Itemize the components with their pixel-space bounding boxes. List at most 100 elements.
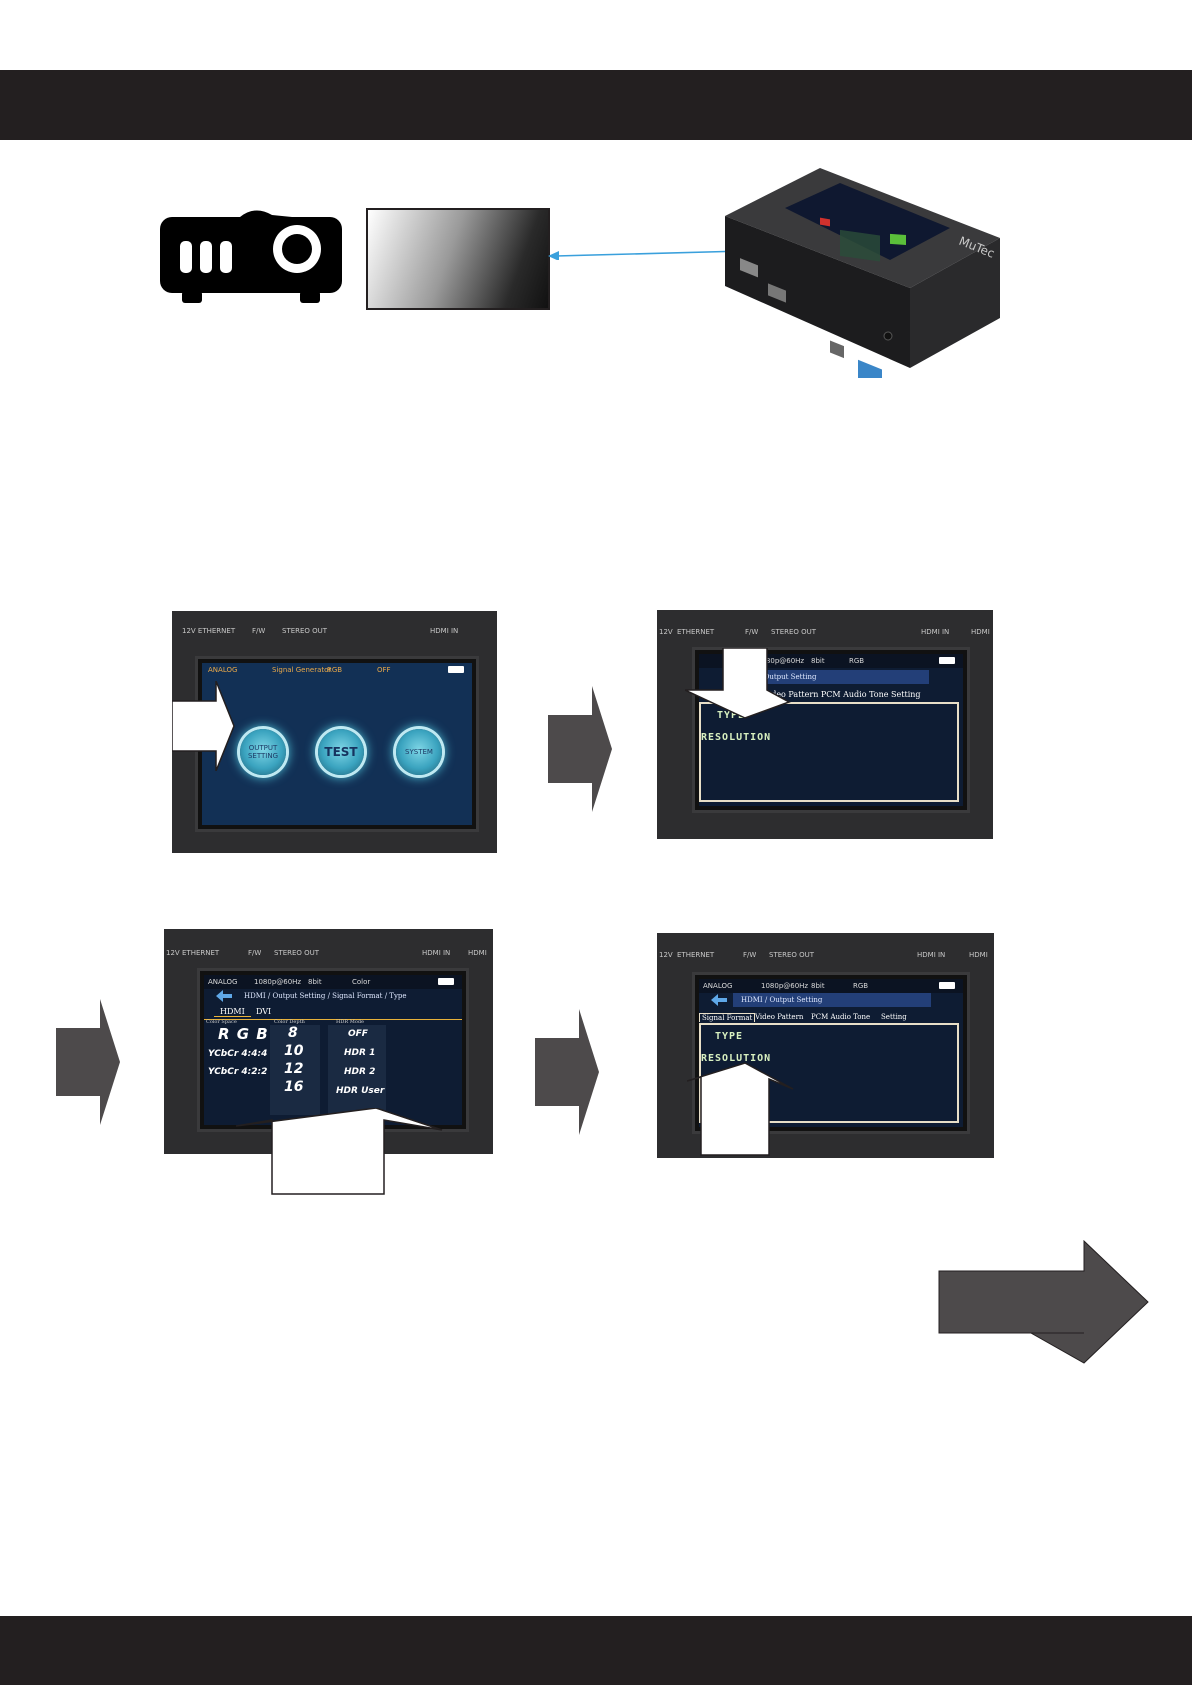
color-depth-8[interactable]: 8 — [288, 1025, 298, 1041]
hdr-mode-user[interactable]: HDR User — [336, 1086, 385, 1096]
breadcrumb: HDMI / Output Setting — [733, 993, 931, 1007]
callout-pointer — [172, 681, 235, 771]
status-bar: ANALOG 1080p@60Hz 8bit Color — [204, 975, 462, 989]
port-label: 12V ETHERNET — [182, 627, 236, 635]
step-arrow-right — [56, 999, 120, 1125]
port-label: HDMI — [468, 949, 487, 957]
content-panel — [699, 702, 959, 802]
port-label: 12V — [166, 949, 180, 957]
type-item[interactable]: TYPE — [715, 1031, 744, 1042]
status-bar: ANALOG 1080p@60Hz 8bit RGB — [699, 979, 963, 993]
port-label: HDMI IN — [422, 949, 451, 957]
port-label: 12V — [659, 951, 673, 959]
projector-icon — [160, 210, 342, 303]
status-text: 8bit — [811, 982, 825, 990]
tab-video-pattern[interactable]: Video Pattern — [755, 1013, 804, 1021]
tab-underline — [204, 1019, 462, 1020]
tab-dvi[interactable]: DVI — [256, 1007, 272, 1016]
port-label: HDMI — [971, 628, 990, 636]
color-space-header: Color Space — [206, 1019, 237, 1025]
breadcrumb: HDMI / Output Setting / Signal Format / … — [244, 992, 407, 1000]
port-label: F/W — [248, 949, 262, 957]
test-button[interactable]: TEST — [318, 729, 364, 775]
port-label: HDMI — [969, 951, 988, 959]
port-labels: 12V ETHERNET F/W STEREO OUT HDMI IN HDMI — [659, 941, 988, 959]
battery-icon — [939, 982, 955, 989]
resolution-item[interactable]: RESOLUTION — [701, 1053, 772, 1064]
tab-pcm-audio-tone[interactable]: PCM Audio Tone — [811, 1013, 871, 1021]
battery-icon — [438, 978, 454, 985]
port-labels: 12V ETHERNET F/W STEREO OUT HDMI IN HDMI — [166, 937, 487, 957]
output-setting-button[interactable]: OUTPUT SETTING — [240, 729, 286, 775]
status-text: 1080p@60Hz — [761, 982, 809, 990]
status-text: 1080p@60Hz — [757, 657, 805, 665]
header-band — [0, 70, 1192, 140]
tab-setting[interactable]: Setting — [881, 1013, 907, 1021]
port-label: ETHERNET — [182, 949, 220, 957]
color-space-ycbcr422[interactable]: YCbCr 4:2:2 — [208, 1067, 268, 1077]
step-arrow-right — [548, 686, 612, 812]
back-arrow-icon[interactable] — [711, 994, 727, 1006]
tab-row[interactable]: Video Pattern PCM Audio Tone Setting — [763, 690, 921, 699]
port-label: HDMI IN — [921, 628, 950, 636]
lcd-screen: ANALOG Signal Generator RGB OFF OUTPUT S… — [198, 659, 476, 829]
status-bar: ANALOG Signal Generator RGB OFF — [202, 663, 472, 677]
status-text: ANALOG — [208, 666, 238, 674]
breadcrumb: / Output Setting — [755, 670, 929, 684]
color-space-rgb[interactable]: R G B — [218, 1025, 269, 1043]
color-depth-10[interactable]: 10 — [284, 1043, 304, 1059]
port-label: F/W — [745, 628, 759, 636]
status-text: 8bit — [811, 657, 825, 665]
status-text: ANALOG — [208, 978, 238, 986]
footer-band — [0, 1616, 1192, 1685]
status-text: OFF — [377, 666, 391, 674]
callout-pointer — [685, 648, 791, 719]
screenshot-main-menu: 12V ETHERNET F/W STEREO OUT HDMI IN ANAL… — [172, 611, 497, 853]
port-labels: 12V ETHERNET F/W STEREO OUT HDMI IN — [180, 619, 489, 637]
status-text: Color — [352, 978, 371, 986]
step-arrow-right — [535, 1009, 599, 1135]
screenshot-output-setting-resolution: 12V ETHERNET F/W STEREO OUT HDMI IN HDMI… — [657, 933, 994, 1158]
color-depth-header: Color Depth — [274, 1019, 305, 1025]
port-label: STEREO OUT — [282, 627, 328, 635]
color-depth-16[interactable]: 16 — [284, 1079, 304, 1095]
port-label: ETHERNET — [677, 951, 715, 959]
status-text: RGB — [849, 657, 865, 665]
system-button[interactable]: SYSTEM — [396, 729, 442, 775]
callout-pointer — [687, 1062, 794, 1156]
port-labels: 12V ETHERNET F/W STEREO OUT HDMI IN HDMI — [659, 618, 990, 636]
port-label: HDMI IN — [917, 951, 946, 959]
signal-generator-device: MuTec — [725, 168, 1000, 378]
hdr-mode-2[interactable]: HDR 2 — [344, 1067, 376, 1077]
hdr-mode-1[interactable]: HDR 1 — [344, 1048, 376, 1058]
callout-pointer — [236, 1108, 443, 1195]
status-text: 1080p@60Hz — [254, 978, 302, 986]
status-text: RGB — [327, 666, 343, 674]
resolution-item[interactable]: RESOLUTION — [701, 732, 772, 743]
status-text: Signal Generator — [272, 666, 332, 674]
port-label: HDMI IN — [430, 627, 459, 635]
color-depth-12[interactable]: 12 — [284, 1061, 304, 1077]
status-text: RGB — [853, 982, 869, 990]
port-label: 12V — [659, 628, 673, 636]
hdr-mode-off[interactable]: OFF — [348, 1029, 368, 1039]
tab-hdmi[interactable]: HDMI — [214, 1007, 251, 1017]
port-label: ETHERNET — [677, 628, 715, 636]
tab-signal-format[interactable]: Signal Format — [699, 1013, 756, 1022]
back-arrow-icon[interactable] — [216, 990, 232, 1002]
content-panel — [699, 1023, 959, 1123]
port-label: F/W — [252, 627, 266, 635]
color-space-ycbcr444[interactable]: YCbCr 4:4:4 — [208, 1049, 268, 1059]
port-label: STEREO OUT — [274, 949, 320, 957]
port-label: STEREO OUT — [769, 951, 815, 959]
type-item[interactable]: TYPE — [717, 710, 746, 721]
lcd-screen: ANALOG 1080p@60Hz 8bit Color HDMI / Outp… — [200, 971, 466, 1129]
color-depth-column — [270, 1025, 320, 1115]
display-screen — [366, 208, 550, 310]
status-text: 8bit — [308, 978, 322, 986]
battery-icon — [448, 666, 464, 673]
status-text: ANALOG — [703, 982, 733, 990]
port-label: STEREO OUT — [771, 628, 817, 636]
hdmi-cable-arrow — [548, 250, 745, 260]
screenshot-output-setting: 12V ETHERNET F/W STEREO OUT HDMI IN HDMI… — [657, 610, 993, 839]
